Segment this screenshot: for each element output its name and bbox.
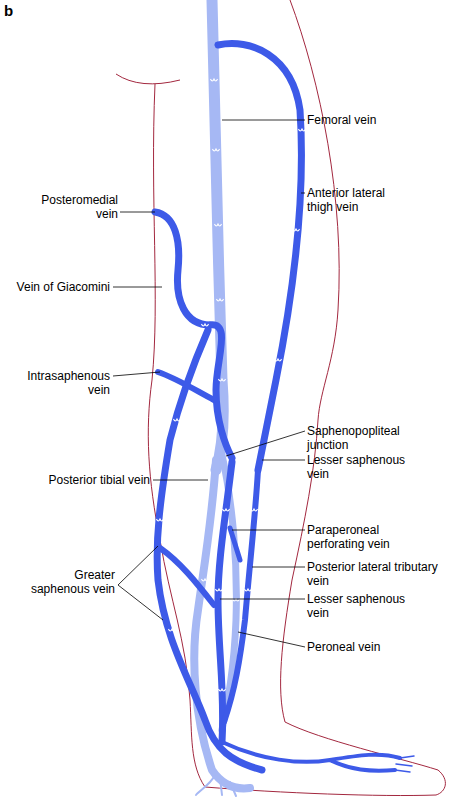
valve [299, 129, 306, 131]
vein-label: Posteromedial vein [26, 193, 118, 221]
vein-label: Paraperoneal perforating vein [307, 523, 439, 551]
vein-label: Posterior tibial vein [0, 473, 150, 487]
greater-saphenous-branch [160, 548, 214, 605]
valve [219, 689, 226, 691]
vein-label: Femoral vein [307, 113, 417, 127]
plantar-veins [196, 775, 236, 796]
vein-label: Anterior lateral thigh vein [307, 186, 399, 214]
valve [165, 299, 172, 301]
posteromedial-vein [155, 212, 210, 325]
leader-lines [113, 120, 305, 647]
leg-outline-front [281, 0, 446, 795]
posterior-lateral-tributary-vein [224, 470, 258, 722]
valve [215, 224, 222, 226]
leg-outline-back [148, 84, 436, 796]
vein-label: Intrasaphenous vein [18, 369, 110, 397]
valve [293, 229, 300, 231]
vein-label: Greater saphenous vein [23, 568, 115, 596]
toe-veins [395, 756, 414, 772]
valve [202, 579, 209, 581]
leader-line [232, 530, 305, 531]
valve [217, 299, 224, 301]
valve [251, 509, 258, 511]
valve [211, 79, 218, 81]
valve [213, 149, 220, 151]
leader-line [238, 632, 305, 647]
vein-label: Posterior lateral tributary vein [307, 560, 443, 588]
vein-of-giacomini [210, 325, 232, 458]
valve [223, 509, 230, 511]
greater-saphenous-vein [157, 330, 262, 770]
valve [245, 589, 252, 591]
intrasaphenous-vein [158, 372, 214, 400]
gluteal-fold [116, 74, 180, 84]
leader-line [252, 567, 305, 568]
paraperoneal-perforating-vein [230, 528, 240, 560]
vein-label: Lesser saphenous vein [307, 592, 415, 620]
vein-label: Saphenopopliteal junction [307, 424, 415, 452]
vein-label: Vein of Giacomini [0, 280, 110, 294]
valve [219, 379, 226, 381]
leader-line [226, 431, 305, 456]
leader-line [220, 599, 305, 600]
valve [169, 629, 176, 631]
leader-line [120, 212, 155, 213]
valve [202, 324, 209, 326]
leg-outline [116, 0, 445, 796]
valves [157, 79, 306, 691]
leader-line [118, 546, 163, 620]
vein-label: Lesser saphenous vein [307, 453, 415, 481]
superficial-veins [155, 44, 414, 772]
leader-line [301, 193, 305, 194]
valve [216, 589, 223, 591]
foot-veins [222, 742, 400, 771]
leader-line [222, 120, 305, 121]
anterior-lateral-thigh-vein [218, 44, 301, 470]
panel-letter: b [4, 2, 28, 19]
valve [275, 359, 282, 361]
valve [174, 419, 181, 421]
leader-line [113, 287, 162, 288]
leader-line [113, 372, 160, 376]
vein-label: Peroneal vein [307, 640, 417, 654]
valve [157, 519, 164, 521]
deep-veins [194, 0, 250, 796]
leader-line [153, 480, 208, 481]
leader-line [262, 460, 305, 461]
